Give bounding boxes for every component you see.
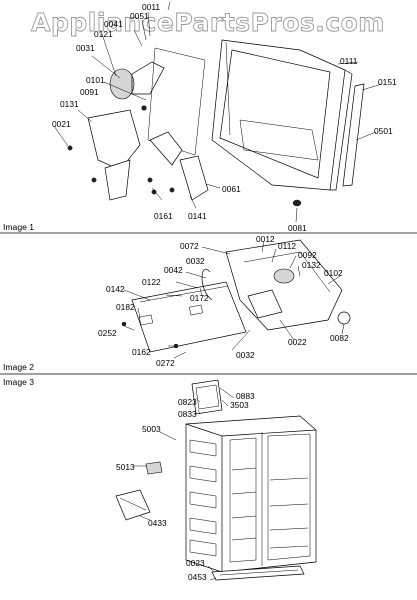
part-label: 3503 bbox=[230, 400, 249, 410]
plug bbox=[292, 199, 302, 207]
part-label: 0121 bbox=[94, 29, 113, 39]
part-label: 0161 bbox=[154, 211, 173, 221]
part-label: 0011 bbox=[142, 2, 160, 12]
part-label: 0041 bbox=[104, 19, 123, 29]
part-label: 0091 bbox=[80, 87, 99, 97]
dispenser-cover bbox=[191, 379, 223, 415]
part-label: 0151 bbox=[378, 77, 397, 87]
section-label-image-3: Image 3 bbox=[3, 377, 34, 387]
small-bracket bbox=[145, 461, 163, 475]
refrigerator-body bbox=[185, 415, 317, 573]
liner-floor bbox=[239, 119, 319, 161]
panel-switch bbox=[139, 314, 153, 326]
door-panel bbox=[147, 47, 206, 156]
bracket-right bbox=[179, 155, 209, 201]
part-label: 0272 bbox=[156, 358, 175, 368]
actuator bbox=[247, 289, 283, 319]
panel-switch bbox=[189, 304, 203, 316]
part-label: 0012 bbox=[256, 234, 275, 244]
part-label: 5003 bbox=[142, 424, 161, 434]
part-label: 0162 bbox=[132, 347, 151, 357]
wire-harness bbox=[201, 268, 213, 301]
part-label: 0122 bbox=[142, 277, 161, 287]
part-label: 0101 bbox=[86, 75, 105, 85]
part-label: 0833 bbox=[178, 409, 197, 419]
part-label: 0042 bbox=[164, 265, 183, 275]
part-label: 0081 bbox=[288, 223, 307, 233]
liner-edge bbox=[225, 41, 231, 136]
part-label: 0453 bbox=[188, 572, 207, 582]
part-label: 0131 bbox=[60, 99, 79, 109]
part-label: 0031 bbox=[76, 43, 95, 53]
knob bbox=[337, 311, 351, 325]
screw bbox=[91, 177, 97, 183]
part-label: 0112 bbox=[278, 241, 296, 251]
part-label: 0032 bbox=[186, 256, 205, 266]
liner-side bbox=[330, 69, 353, 191]
control-panel bbox=[131, 281, 247, 353]
image-3-drawing: 0883 0823 3503 0833 5003 5013 0433 0023 … bbox=[115, 379, 317, 582]
toe-grille bbox=[211, 565, 305, 581]
watermark-text: AppliancePartsPros.com bbox=[31, 8, 385, 37]
trim-strip bbox=[342, 83, 365, 187]
image-1-drawing: 0011 0051 0041 0121 0031 0101 0091 0131 … bbox=[52, 1, 397, 233]
part-label: 0182 bbox=[116, 302, 135, 312]
screw bbox=[121, 321, 127, 327]
freezer-compartment bbox=[229, 437, 257, 563]
auger-motor bbox=[149, 131, 183, 166]
part-label: 0433 bbox=[148, 518, 167, 528]
screw bbox=[67, 145, 73, 151]
part-label: 0132 bbox=[302, 260, 321, 270]
fresh-food-compartment bbox=[267, 433, 311, 561]
part-label: 0023 bbox=[186, 558, 205, 568]
panel-edge bbox=[139, 285, 229, 303]
part-label: 0021 bbox=[52, 119, 71, 129]
cabinet-top-edge bbox=[221, 429, 317, 437]
part-label: 0051 bbox=[130, 11, 149, 21]
part-label: 0111 bbox=[340, 56, 358, 66]
part-label: 0883 bbox=[236, 391, 255, 401]
part-label: 0823 bbox=[178, 397, 197, 407]
part-label: 5013 bbox=[116, 462, 135, 472]
screw bbox=[151, 189, 157, 195]
part-label: 0141 bbox=[188, 211, 207, 221]
part-label: 0061 bbox=[222, 184, 241, 194]
dispenser-cover-inner bbox=[195, 384, 220, 410]
auger-housing bbox=[87, 109, 141, 171]
part-label: 0032 bbox=[236, 350, 255, 360]
liner-opening bbox=[219, 49, 331, 179]
ice-bin bbox=[115, 489, 151, 521]
part-label: 0072 bbox=[180, 241, 199, 251]
part-label: 0501 bbox=[374, 126, 393, 136]
toe-grille-slots bbox=[219, 569, 299, 576]
part-label: 0022 bbox=[288, 337, 307, 347]
fan-motor bbox=[109, 68, 135, 100]
part-label: 0142 bbox=[106, 284, 125, 294]
housing-inner bbox=[243, 251, 331, 293]
screw bbox=[141, 105, 147, 111]
screw bbox=[147, 177, 153, 183]
section-label-image-1: Image 1 bbox=[3, 222, 34, 232]
part-label: 0172 bbox=[190, 293, 209, 303]
section-label-image-2: Image 2 bbox=[3, 362, 34, 372]
screw bbox=[169, 187, 175, 193]
image-2-drawing: 0072 0012 0112 0092 0132 0102 0042 0032 … bbox=[98, 234, 351, 368]
ice-bin-edge bbox=[119, 497, 147, 511]
part-label: 0102 bbox=[324, 268, 343, 278]
bracket-left bbox=[104, 159, 131, 201]
solenoid bbox=[273, 268, 295, 284]
part-label: 0252 bbox=[98, 328, 117, 338]
motor-bracket bbox=[131, 61, 165, 95]
part-label: 0082 bbox=[330, 333, 349, 343]
part-label: 0092 bbox=[298, 250, 317, 260]
